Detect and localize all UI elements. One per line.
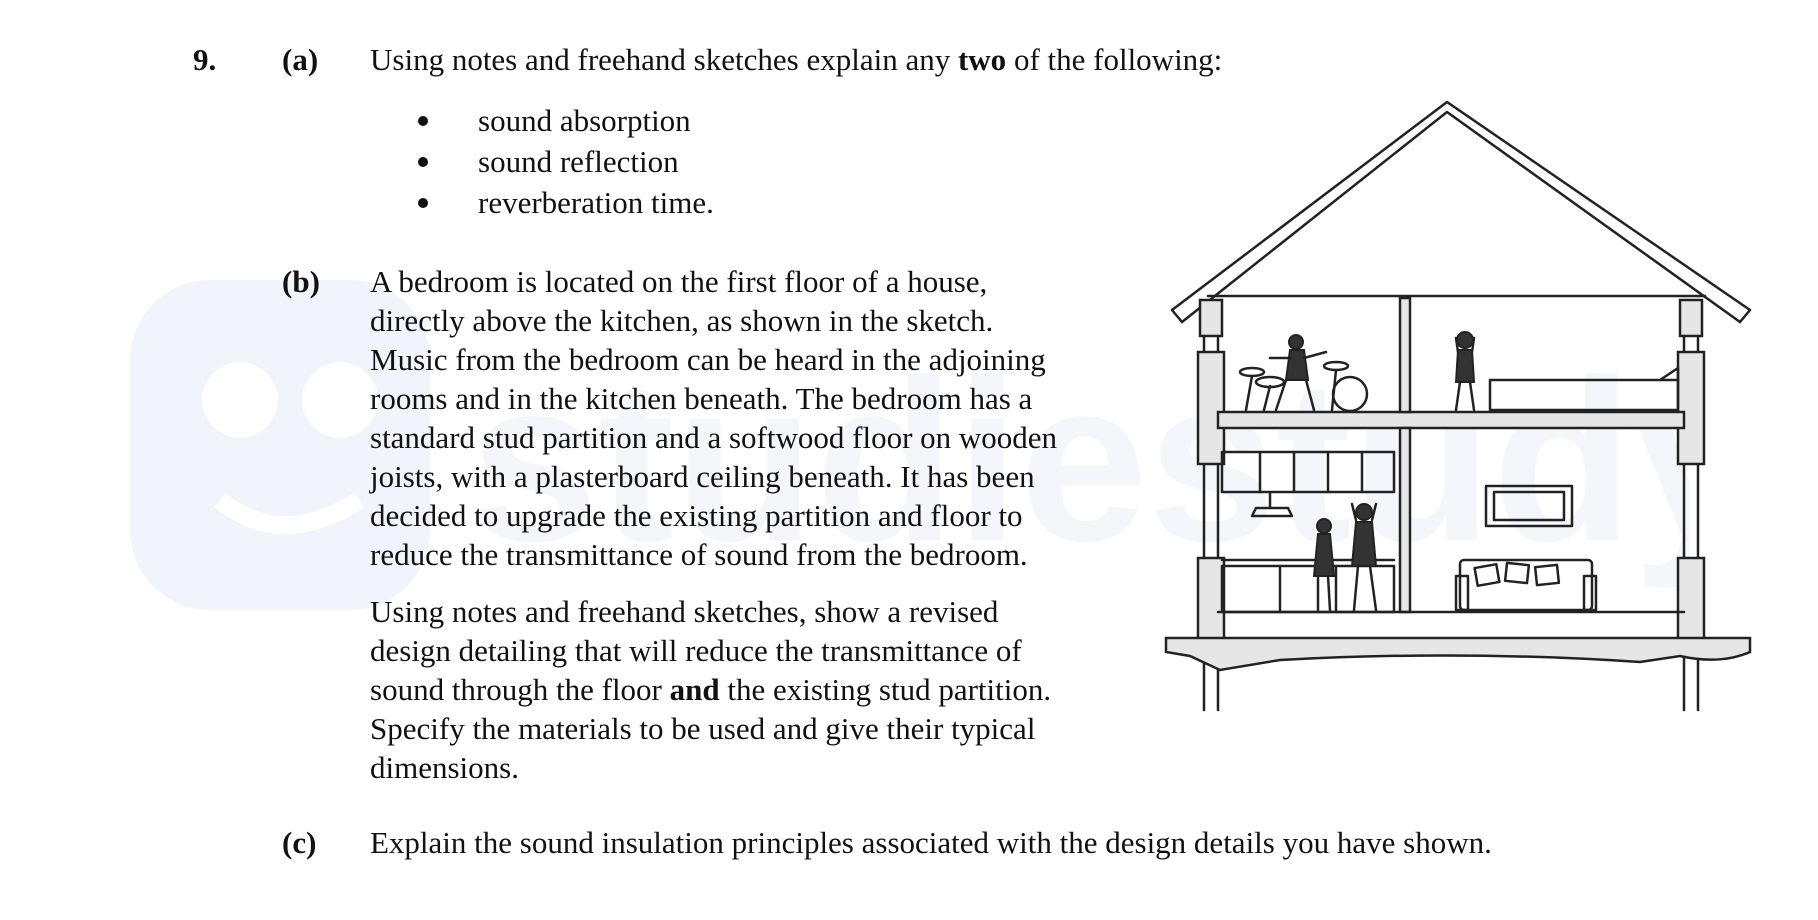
- text-line: A bedroom is located on the first floor …: [370, 264, 988, 299]
- question-number: 9.: [193, 42, 217, 77]
- text-line: dimensions.: [370, 750, 519, 785]
- text-line: reduce the transmittance of sound from t…: [370, 537, 1028, 572]
- text-line: joists, with a plasterboard ceiling bene…: [370, 459, 1035, 494]
- svg-text:studiestudy: studiestudy: [470, 332, 1690, 589]
- part-c-text: Explain the sound insulation principles …: [370, 825, 1492, 860]
- part-b-label: (b): [282, 264, 320, 299]
- text-line: directly above the kitchen, as shown in …: [370, 303, 994, 338]
- list-item: sound absorption: [412, 100, 714, 141]
- list-item: reverberation time.: [412, 182, 714, 223]
- part-a-intro-start: Using notes and freehand sketches explai…: [370, 42, 958, 77]
- part-c-label: (c): [282, 825, 317, 860]
- sofa: [1454, 558, 1598, 612]
- text-line: rooms and in the kitchen beneath. The be…: [370, 381, 1033, 416]
- house-section-sketch: [1164, 100, 1752, 712]
- drummer-figure: [1238, 334, 1369, 413]
- list-item: sound reflection: [412, 141, 714, 182]
- kitchen-people: [1312, 502, 1378, 612]
- bed: [1488, 366, 1680, 412]
- text-line: standard stud partition and a softwood f…: [370, 420, 1058, 455]
- roof: [1170, 100, 1752, 324]
- outer-walls: [1196, 298, 1706, 712]
- ground-slab: [1164, 610, 1752, 672]
- watermark-logo: studiestudy: [130, 280, 1690, 610]
- text-segment: the existing stud partition.: [719, 672, 1052, 707]
- text-line: decided to upgrade the existing partitio…: [370, 498, 1023, 533]
- part-a-intro-emphasis: two: [957, 42, 1007, 77]
- text-line: Using notes and freehand sketches, show …: [370, 594, 999, 629]
- text-line: Specify the materials to be used and giv…: [370, 711, 1036, 746]
- emphasis-text: and: [669, 672, 720, 707]
- text-line: Music from the bedroom can be heard in t…: [370, 342, 1046, 377]
- part-b-paragraph-2: Using notes and freehand sketches, show …: [370, 592, 1170, 787]
- text-line: design detailing that will reduce the tr…: [370, 633, 1022, 668]
- living-room-window: [1484, 484, 1574, 528]
- text-line: sound through the floor and the existing…: [370, 670, 1170, 709]
- person-covering-ears: [1454, 331, 1476, 412]
- part-a-list: sound absorption sound reflection reverb…: [412, 100, 714, 223]
- part-a-intro-end: of the following:: [1006, 42, 1223, 77]
- text-segment: sound through the floor: [370, 672, 670, 707]
- part-a-intro: Using notes and freehand sketches explai…: [370, 40, 1222, 79]
- first-floor: [1216, 296, 1686, 614]
- part-b-paragraph-1: A bedroom is located on the first floor …: [370, 262, 1170, 574]
- part-a-label: (a): [282, 42, 319, 77]
